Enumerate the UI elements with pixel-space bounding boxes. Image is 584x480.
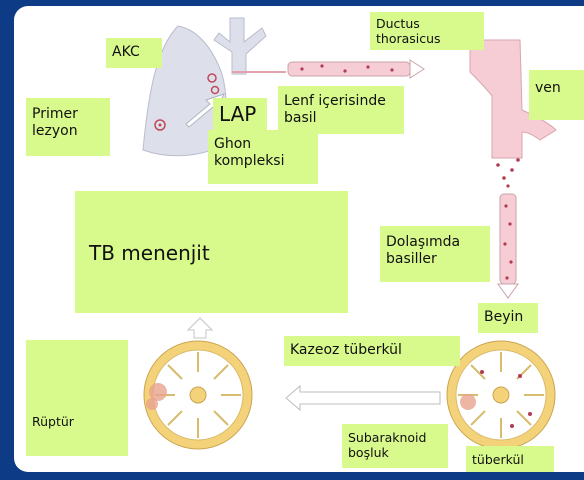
label-ruptur: Rüptür [26,340,128,456]
label-tuberkul: tüberkül [466,446,554,472]
brain-section-right [447,341,555,449]
label-beyin: Beyin [478,303,538,333]
left-arrow [286,386,440,410]
label-lap: LAP [213,98,267,132]
label-akc: AKC [106,38,162,68]
label-ven: ven [529,70,584,120]
lymph-duct-illustration [232,60,424,78]
brain-section-left [144,341,252,449]
label-kazeoz-tuberkul: Kazeoz tüberkül [284,336,460,366]
up-arrow [188,318,212,338]
label-tb-menenjit: TB menenjit [75,191,348,313]
circulation-tube-illustration [498,194,518,298]
